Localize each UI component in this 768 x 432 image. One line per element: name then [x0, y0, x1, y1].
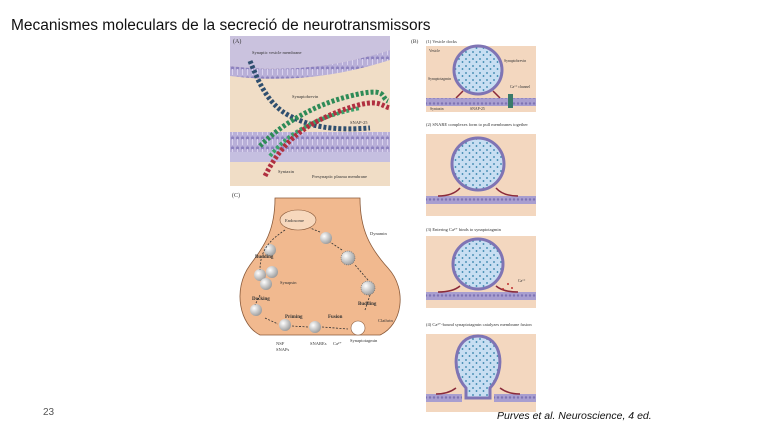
label-snaps: SNAPs: [276, 347, 290, 352]
step-3-snare-complexes: [437, 285, 519, 293]
step-4-plasma-membrane-right: [494, 394, 536, 402]
vesicle: [264, 244, 276, 256]
plasma-membrane-lipids: [230, 132, 390, 152]
panel-b-letter: (B): [411, 38, 419, 45]
step-2-caption: (2) SNARE complexes form to pull membran…: [426, 122, 528, 127]
label-clathrin: Clathrin: [378, 318, 393, 323]
label-ca: Ca²⁺: [333, 341, 342, 346]
step-1-label-synaptobrevin: Synaptobrevin: [504, 59, 526, 63]
ca-ion: [511, 287, 513, 289]
vesicle-membrane-lipids: [230, 50, 390, 79]
label-syntaxin: Syntaxin: [278, 169, 295, 174]
step-3-caption: (3) Entering Ca²⁺ binds to synaptotagmin: [426, 227, 502, 232]
step-4-caption: (4) Ca²⁺-bound synaptotagmin catalyzes m…: [426, 322, 532, 327]
vesicle: [260, 278, 272, 290]
label-synapsin: Synapsin: [280, 280, 297, 285]
label-plasma-membrane: Presynaptic plasma membrane: [312, 174, 367, 179]
step-3-plasma-membrane: [426, 292, 536, 300]
slide-title: Mecanismes moleculars de la secreció de …: [11, 17, 431, 34]
label-dynamin: Dynamin: [370, 231, 387, 236]
step-3-label-ca: Ca²⁺: [518, 279, 525, 283]
vesicle-membrane-band: [230, 36, 390, 69]
citation: Purves et al. Neuroscience, 4 ed.: [497, 410, 652, 422]
syntaxin-helix: [262, 100, 390, 178]
snap25-helix-2: [268, 106, 361, 158]
label-snap25: SNAP-25: [350, 120, 368, 125]
step-2-plasma-membrane: [426, 196, 536, 204]
step-1-label-snap25: SNAP-25: [470, 107, 485, 111]
label-synaptotagmin: Synaptotagmin: [350, 338, 378, 343]
step-1-ca-channel: [508, 94, 513, 108]
label-endosome: Endosome: [285, 218, 304, 223]
step-1-label-ca-channel: Ca²⁺ channel: [510, 85, 530, 89]
step-1-label-vesicle: Vesicle: [429, 49, 440, 53]
step-1-plasma-membrane: [426, 98, 536, 106]
label-snares: SNAREs: [310, 341, 327, 346]
vesicle: [266, 266, 278, 278]
step-1-label-synaptotagmin: Synaptotagmin: [428, 77, 451, 81]
label-vesicle-membrane: Synaptic vesicle membrane: [252, 50, 301, 55]
label-priming: Priming: [285, 315, 303, 320]
step-4-snare-complexes: [435, 387, 521, 395]
label-budding-left: Budding: [255, 255, 274, 260]
step-4-fusing-vesicle: [454, 334, 502, 400]
synaptobrevin-helix: [247, 60, 371, 132]
panel-a-letter: (A): [233, 38, 241, 45]
step-1-caption: (1) Vesicle docks: [426, 39, 457, 44]
vesicle: [320, 232, 332, 244]
label-docking: Docking: [252, 297, 270, 302]
label-synaptobrevin: Synaptobrevin: [292, 94, 319, 99]
panel-b-figure: (B) (1) Vesicle docks Vesicle Synaptobre…: [411, 38, 536, 412]
label-budding-right: Budding: [358, 302, 377, 307]
ca-ion: [502, 288, 504, 290]
coated-vesicle: [360, 280, 376, 296]
step-2-snare-complexes: [437, 187, 519, 197]
ca-ion: [507, 283, 509, 285]
coated-vesicle: [340, 250, 356, 266]
label-nsf: NSF: [276, 341, 285, 346]
plasma-membrane-band: [230, 152, 390, 162]
endosome: [279, 209, 317, 231]
step-4-plasma-membrane-left: [426, 394, 462, 402]
presynaptic-terminal: [239, 197, 401, 336]
step-1-snare-proteins: [455, 90, 501, 99]
vesicle: [250, 304, 262, 316]
label-fusion: Fusion: [328, 315, 343, 320]
panel-c-figure: (C) Endosome Dynamin Budding Synapsin Bu…: [232, 192, 401, 352]
slide-number: 23: [43, 407, 55, 418]
step-1-label-syntaxin: Syntaxin: [430, 107, 444, 111]
step-1-vesicle: [452, 44, 504, 96]
panel-a-figure: (A) Synaptic vesicle membrane Synaptobre…: [230, 36, 390, 186]
vesicle: [279, 319, 291, 331]
step-2-vesicle: [450, 136, 506, 192]
fusing-vesicle: [350, 320, 366, 336]
panel-c-letter: (C): [232, 192, 240, 199]
vesicle: [309, 321, 321, 333]
vesicle-cycle-arrows: [254, 227, 371, 330]
step-3-vesicle: [451, 237, 505, 291]
vesicle: [254, 269, 266, 281]
